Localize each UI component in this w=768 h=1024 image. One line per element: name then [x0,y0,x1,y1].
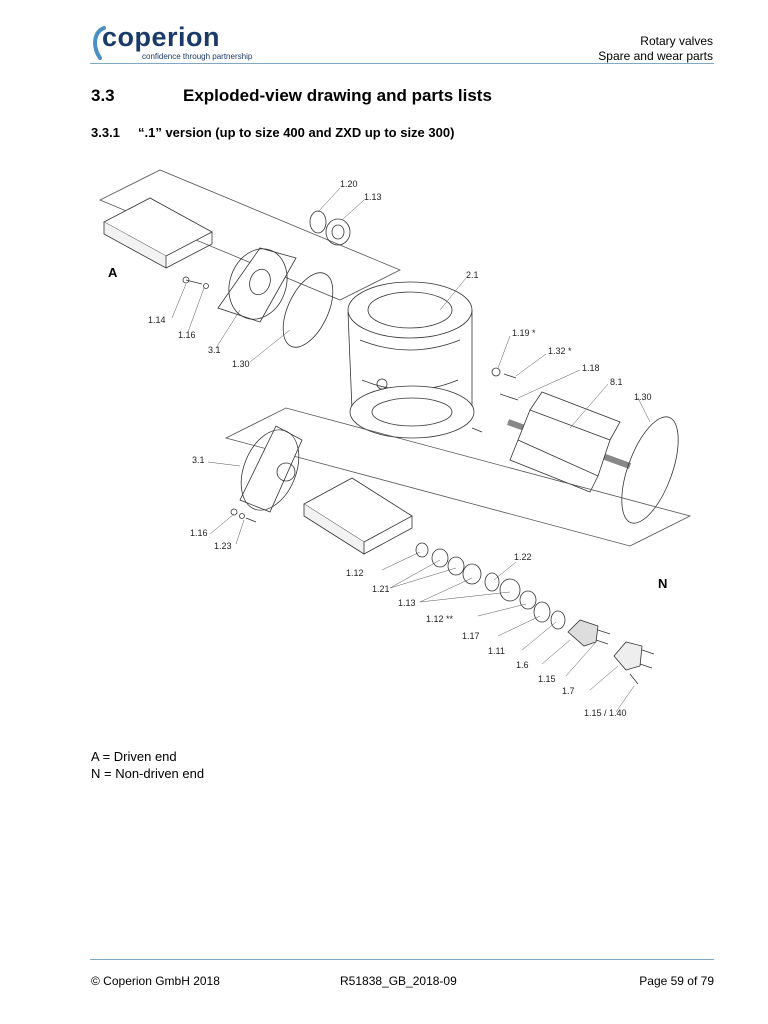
callout-3-1-top: 3.1 [208,345,221,355]
callout-1-18: 1.18 [582,363,600,373]
doc-line-2: Spare and wear parts [598,49,713,63]
footer-page-number: Page 59 of 79 [639,974,714,988]
callout-1-13-top: 1.13 [364,192,382,202]
callout-1-7: 1.7 [562,686,575,696]
header-rule [90,63,714,64]
callout-1-6: 1.6 [516,660,529,670]
callout-3-1-bottom: 3.1 [192,455,205,465]
subsection-number: 3.3.1 [91,125,120,140]
flange-1-6 [567,619,611,647]
driven-end-marker: A [108,265,118,280]
housing [347,281,475,439]
bearing-stack [415,542,566,630]
callout-1-23: 1.23 [214,541,232,551]
exploded-view-drawing: 1.20 1.13 2.1 1.14 1.16 3.1 1.30 1.19 * … [99,169,692,718]
callout-1-30-right: 1.30 [634,392,652,402]
footer-copyright: © Coperion GmbH 2018 [91,974,220,988]
callout-1-16-bottom: 1.16 [190,528,208,538]
legend-non-driven-end: N = Non-driven end [91,766,205,781]
callout-1-15-1-40: 1.15 / 1.40 [584,708,627,718]
footer-rule [90,959,714,960]
cover-1-7 [613,641,655,685]
subsection-title: “.1” version (up to size 400 and ZXD up … [138,125,455,140]
callout-1-21: 1.21 [372,584,390,594]
callout-1-32: 1.32 * [548,346,572,356]
footer-document-code: R51838_GB_2018-09 [340,974,457,988]
logo-wordmark: coperion [102,22,221,52]
plane-outline-n [224,407,692,547]
leader-lines [171,187,651,713]
document-header-info: Rotary valves Spare and wear parts [598,34,713,64]
callout-1-30-left: 1.30 [232,359,250,369]
callout-1-17: 1.17 [462,631,480,641]
legend: A = Driven end N = Non-driven end [91,748,204,782]
insulation-block-n [303,477,413,555]
small-parts-mid [471,367,519,433]
callout-1-14: 1.14 [148,315,166,325]
logo-tagline: confidence through partnership [142,52,253,61]
callout-1-11: 1.11 [488,646,505,656]
oring-n [621,416,679,524]
callout-1-12: 1.12 [346,568,364,578]
end-cover-n [239,425,303,513]
callout-1-12-double: 1.12 ** [426,614,454,624]
section-number: 3.3 [91,86,115,105]
callout-2-1: 2.1 [466,270,479,280]
callout-1-13-bottom: 1.13 [398,598,416,608]
bolt-n [230,508,257,523]
callout-1-22: 1.22 [514,552,532,562]
bolt-a [182,276,209,289]
rotor [506,391,632,493]
logo-swoosh-icon [93,26,106,60]
callout-8-1: 8.1 [610,377,623,387]
circlip-bearing-top [309,210,351,246]
callout-1-20: 1.20 [340,179,358,189]
doc-line-1: Rotary valves [640,34,713,48]
callout-1-16-top: 1.16 [178,330,196,340]
end-cover-a [217,247,297,323]
oring-a [282,272,334,348]
company-logo: coperion confidence through partnership [90,22,290,64]
non-driven-end-marker: N [658,576,667,591]
section-title: Exploded-view drawing and parts lists [183,86,492,105]
callout-1-19: 1.19 * [512,328,536,338]
callouts: 1.20 1.13 2.1 1.14 1.16 3.1 1.30 1.19 * … [108,179,667,718]
insulation-block-a [103,197,213,269]
legend-driven-end: A = Driven end [91,749,177,764]
callout-1-15: 1.15 [538,674,556,684]
